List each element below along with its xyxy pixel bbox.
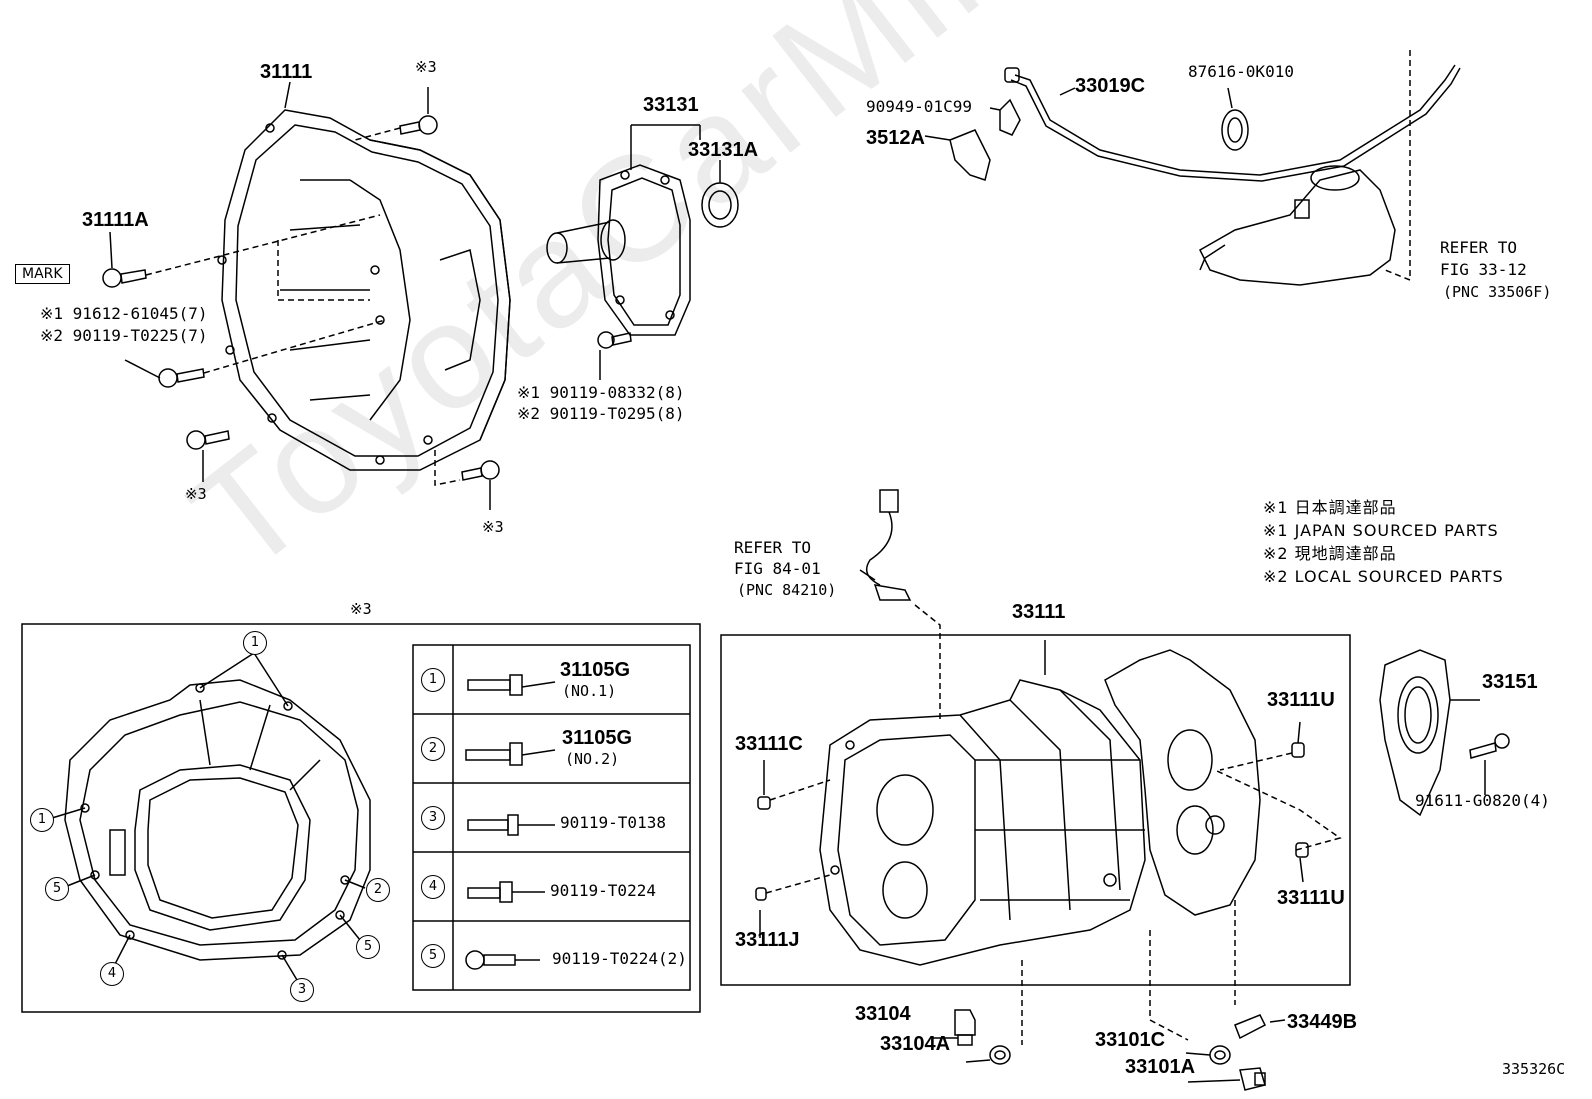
label-ref3-left: ※3 <box>185 485 207 503</box>
table-row-2-part: 31105G <box>562 727 633 749</box>
bolt-table-frame <box>21 623 701 1013</box>
label-pin-33111U-top: 33111U <box>1267 689 1335 711</box>
breather-drawing <box>1234 1014 1267 1040</box>
label-grommet-87616: 87616-0K010 <box>1188 62 1294 81</box>
table-row-3-num: 3 <box>421 806 445 830</box>
label-pin-33111J: 33111J <box>735 929 800 951</box>
callout-4: 4 <box>100 962 124 986</box>
label-bolts-a2: ※2 90119-T0225(7) <box>40 326 208 345</box>
bolt-table-header: ※3 <box>350 600 372 618</box>
mark-label: MARK <box>15 264 70 284</box>
label-refer-to: REFER TO <box>1440 238 1518 257</box>
plug-33104-drawing <box>954 1009 976 1046</box>
table-row-5-part: 90119-T0224(2) <box>552 949 687 968</box>
transmission-case-drawing <box>755 640 1510 1091</box>
legend-line-4: ※2 LOCAL SOURCED PARTS <box>1263 567 1504 586</box>
bolt-left-drawing <box>186 430 230 450</box>
label-drain-plug-33101A: 33101A <box>1125 1056 1196 1078</box>
label-breather-33449B: 33449B <box>1287 1011 1358 1033</box>
table-row-1-num: 1 <box>421 668 445 692</box>
legend-line-3: ※2 現地調達部品 <box>1263 544 1397 563</box>
callout-5-right: 5 <box>356 935 380 959</box>
label-seal-33131A: 33131A <box>688 139 759 161</box>
label-bracket-3512A: 3512A <box>866 127 925 149</box>
label-bolt-31111A: 31111A <box>82 209 149 231</box>
bolt-lower-left-drawing <box>158 368 205 388</box>
label-clip-90949: 90949-01C99 <box>866 97 972 116</box>
bell-housing-drawing <box>102 81 511 510</box>
label-bolts-b1: ※1 90119-08332(8) <box>517 383 685 402</box>
bolt-top-drawing <box>399 115 438 135</box>
retainer-drawing <box>546 124 739 380</box>
label-bolts-b2: ※2 90119-T0295(8) <box>517 404 685 423</box>
label-case-33111: 33111 <box>1012 601 1066 623</box>
table-row-4-num: 4 <box>421 875 445 899</box>
label-pin-33111C: 33111C <box>735 733 803 755</box>
legend-line-2: ※1 JAPAN SOURCED PARTS <box>1263 521 1499 540</box>
label-refer-fig: FIG 33-12 <box>1440 260 1527 279</box>
label-refer-pnc: (PNC 33506F) <box>1443 283 1552 301</box>
label-ref3-top: ※3 <box>415 58 437 76</box>
table-row-5-num: 5 <box>421 944 445 968</box>
speed-sensor-drawing <box>859 489 941 720</box>
label-ref3-bottom: ※3 <box>482 518 504 536</box>
figure-code: 335326C <box>1502 1060 1566 1078</box>
label-pin-33111U-bottom: 33111U <box>1277 887 1345 909</box>
label-retainer-33131: 33131 <box>643 94 699 116</box>
table-row-2-sub: (NO.2) <box>565 750 620 768</box>
legend-line-1: ※1 日本調達部品 <box>1263 498 1397 517</box>
table-row-4-part: 90119-T0224 <box>550 881 656 900</box>
drain-plug-drawing <box>1239 1067 1266 1091</box>
label-gasket-33101C: 33101C <box>1095 1029 1166 1051</box>
retainer-bolt-drawing <box>597 331 632 349</box>
bolt-31111A-drawing <box>102 268 147 288</box>
callout-3: 3 <box>290 978 314 1002</box>
bell-housing-front-drawing <box>51 652 371 986</box>
callout-1-left: 1 <box>30 808 54 832</box>
sensor-refer-pnc: (PNC 84210) <box>737 581 837 599</box>
speedometer-cable-drawing <box>924 50 1461 286</box>
table-row-1-part: 31105G <box>560 659 631 681</box>
label-cover-bolts: 91611-G0820(4) <box>1415 791 1550 810</box>
label-housing-31111: 31111 <box>260 61 313 83</box>
label-cover-33151: 33151 <box>1482 671 1538 693</box>
label-plug-33104: 33104 <box>855 1003 911 1025</box>
callout-5-left: 5 <box>45 877 69 901</box>
label-bolts-a1: ※1 91612-61045(7) <box>40 304 208 323</box>
sensor-refer-fig: FIG 84-01 <box>734 559 821 578</box>
table-row-1-sub: (NO.1) <box>562 682 617 700</box>
label-cable-33019C: 33019C <box>1075 75 1146 97</box>
table-row-2-num: 2 <box>421 737 445 761</box>
table-row-3-part: 90119-T0138 <box>560 813 666 832</box>
callout-2: 2 <box>366 878 390 902</box>
sensor-refer-to: REFER TO <box>734 538 812 557</box>
case-box-frame <box>720 634 1351 986</box>
label-gasket-33104A: 33104A <box>880 1033 951 1055</box>
callout-1-top: 1 <box>243 631 267 655</box>
bolt-bottom-drawing <box>461 460 500 481</box>
